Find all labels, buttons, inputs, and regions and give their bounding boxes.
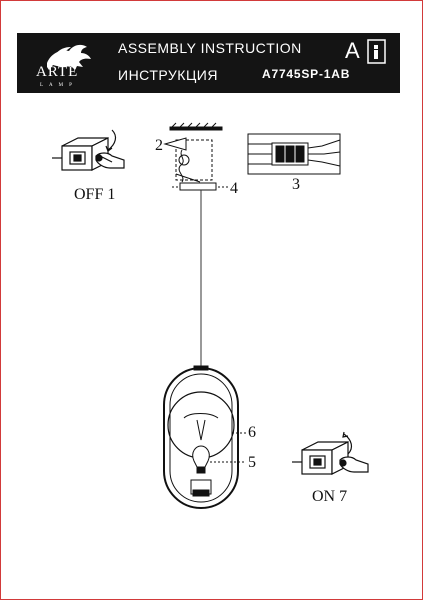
canopy-illustration: [179, 182, 217, 191]
model-number: A7745SP-1AB: [262, 67, 351, 81]
terminal-block-illustration: [247, 133, 341, 175]
title-english: ASSEMBLY INSTRUCTION: [118, 40, 302, 56]
header-bar: [17, 33, 400, 93]
label-off-step: OFF 1: [74, 186, 116, 203]
label-step-2: 2: [155, 137, 163, 154]
label-step-4: 4: [230, 180, 238, 197]
switch-off-illustration: [52, 129, 125, 171]
label-step-5: 5: [248, 454, 256, 471]
mounting-bracket-illustration: [163, 137, 213, 183]
label-step-3: 3: [292, 176, 300, 193]
lamp-body-illustration: [163, 365, 239, 509]
label-on-step: ON 7: [312, 488, 348, 505]
switch-on-illustration: [292, 431, 369, 475]
brand-name: ARTE: [36, 64, 79, 80]
griffin-logo-icon: [47, 44, 91, 70]
info-book-icon: [367, 39, 386, 64]
title-russian: ИНСТРУКЦИЯ: [118, 67, 218, 83]
label-step-6: 6: [248, 424, 256, 441]
ceiling-illustration: [169, 122, 223, 131]
brand-subtitle: LAMP: [40, 83, 78, 88]
language-letter: A: [345, 38, 360, 63]
